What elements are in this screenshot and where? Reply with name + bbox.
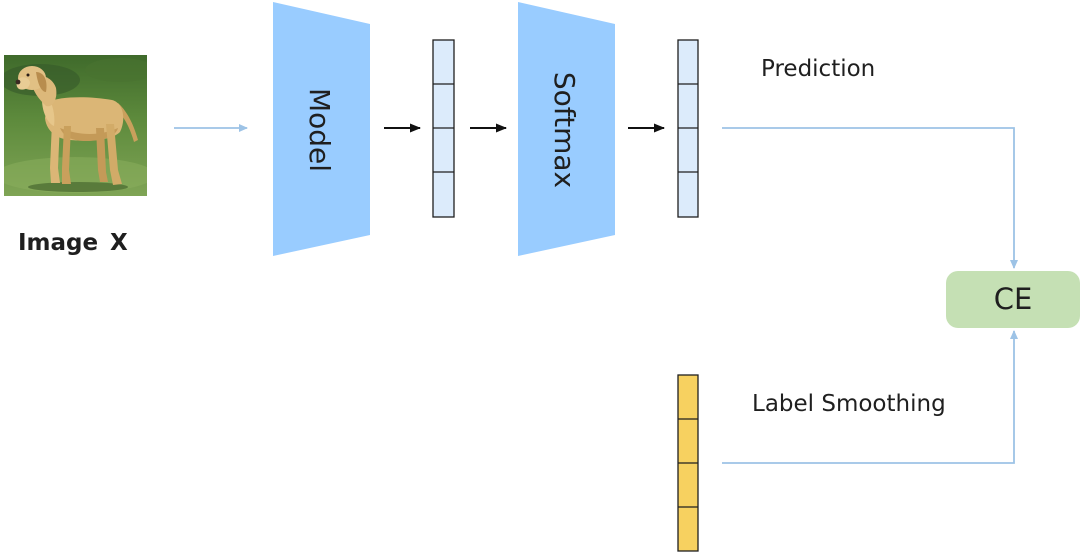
label-smoothing-vector (677, 374, 699, 552)
ce-loss-block (946, 271, 1080, 328)
logits-vector (432, 39, 455, 218)
ce-label: CE (994, 282, 1033, 316)
model-block (273, 2, 370, 256)
connector-label-smoothing-to-ce (722, 330, 1018, 464)
prediction-label: Prediction (761, 56, 875, 82)
input-image (4, 55, 147, 196)
prediction-vector (677, 39, 699, 218)
model-label: Model (303, 88, 336, 172)
image-variable: X (110, 230, 128, 256)
softmax-block (518, 2, 615, 256)
image-caption: Image (18, 230, 98, 256)
softmax-label: Softmax (548, 72, 581, 188)
connector-prediction-to-ce (722, 127, 1018, 269)
label-smoothing-label: Label Smoothing (752, 391, 946, 417)
